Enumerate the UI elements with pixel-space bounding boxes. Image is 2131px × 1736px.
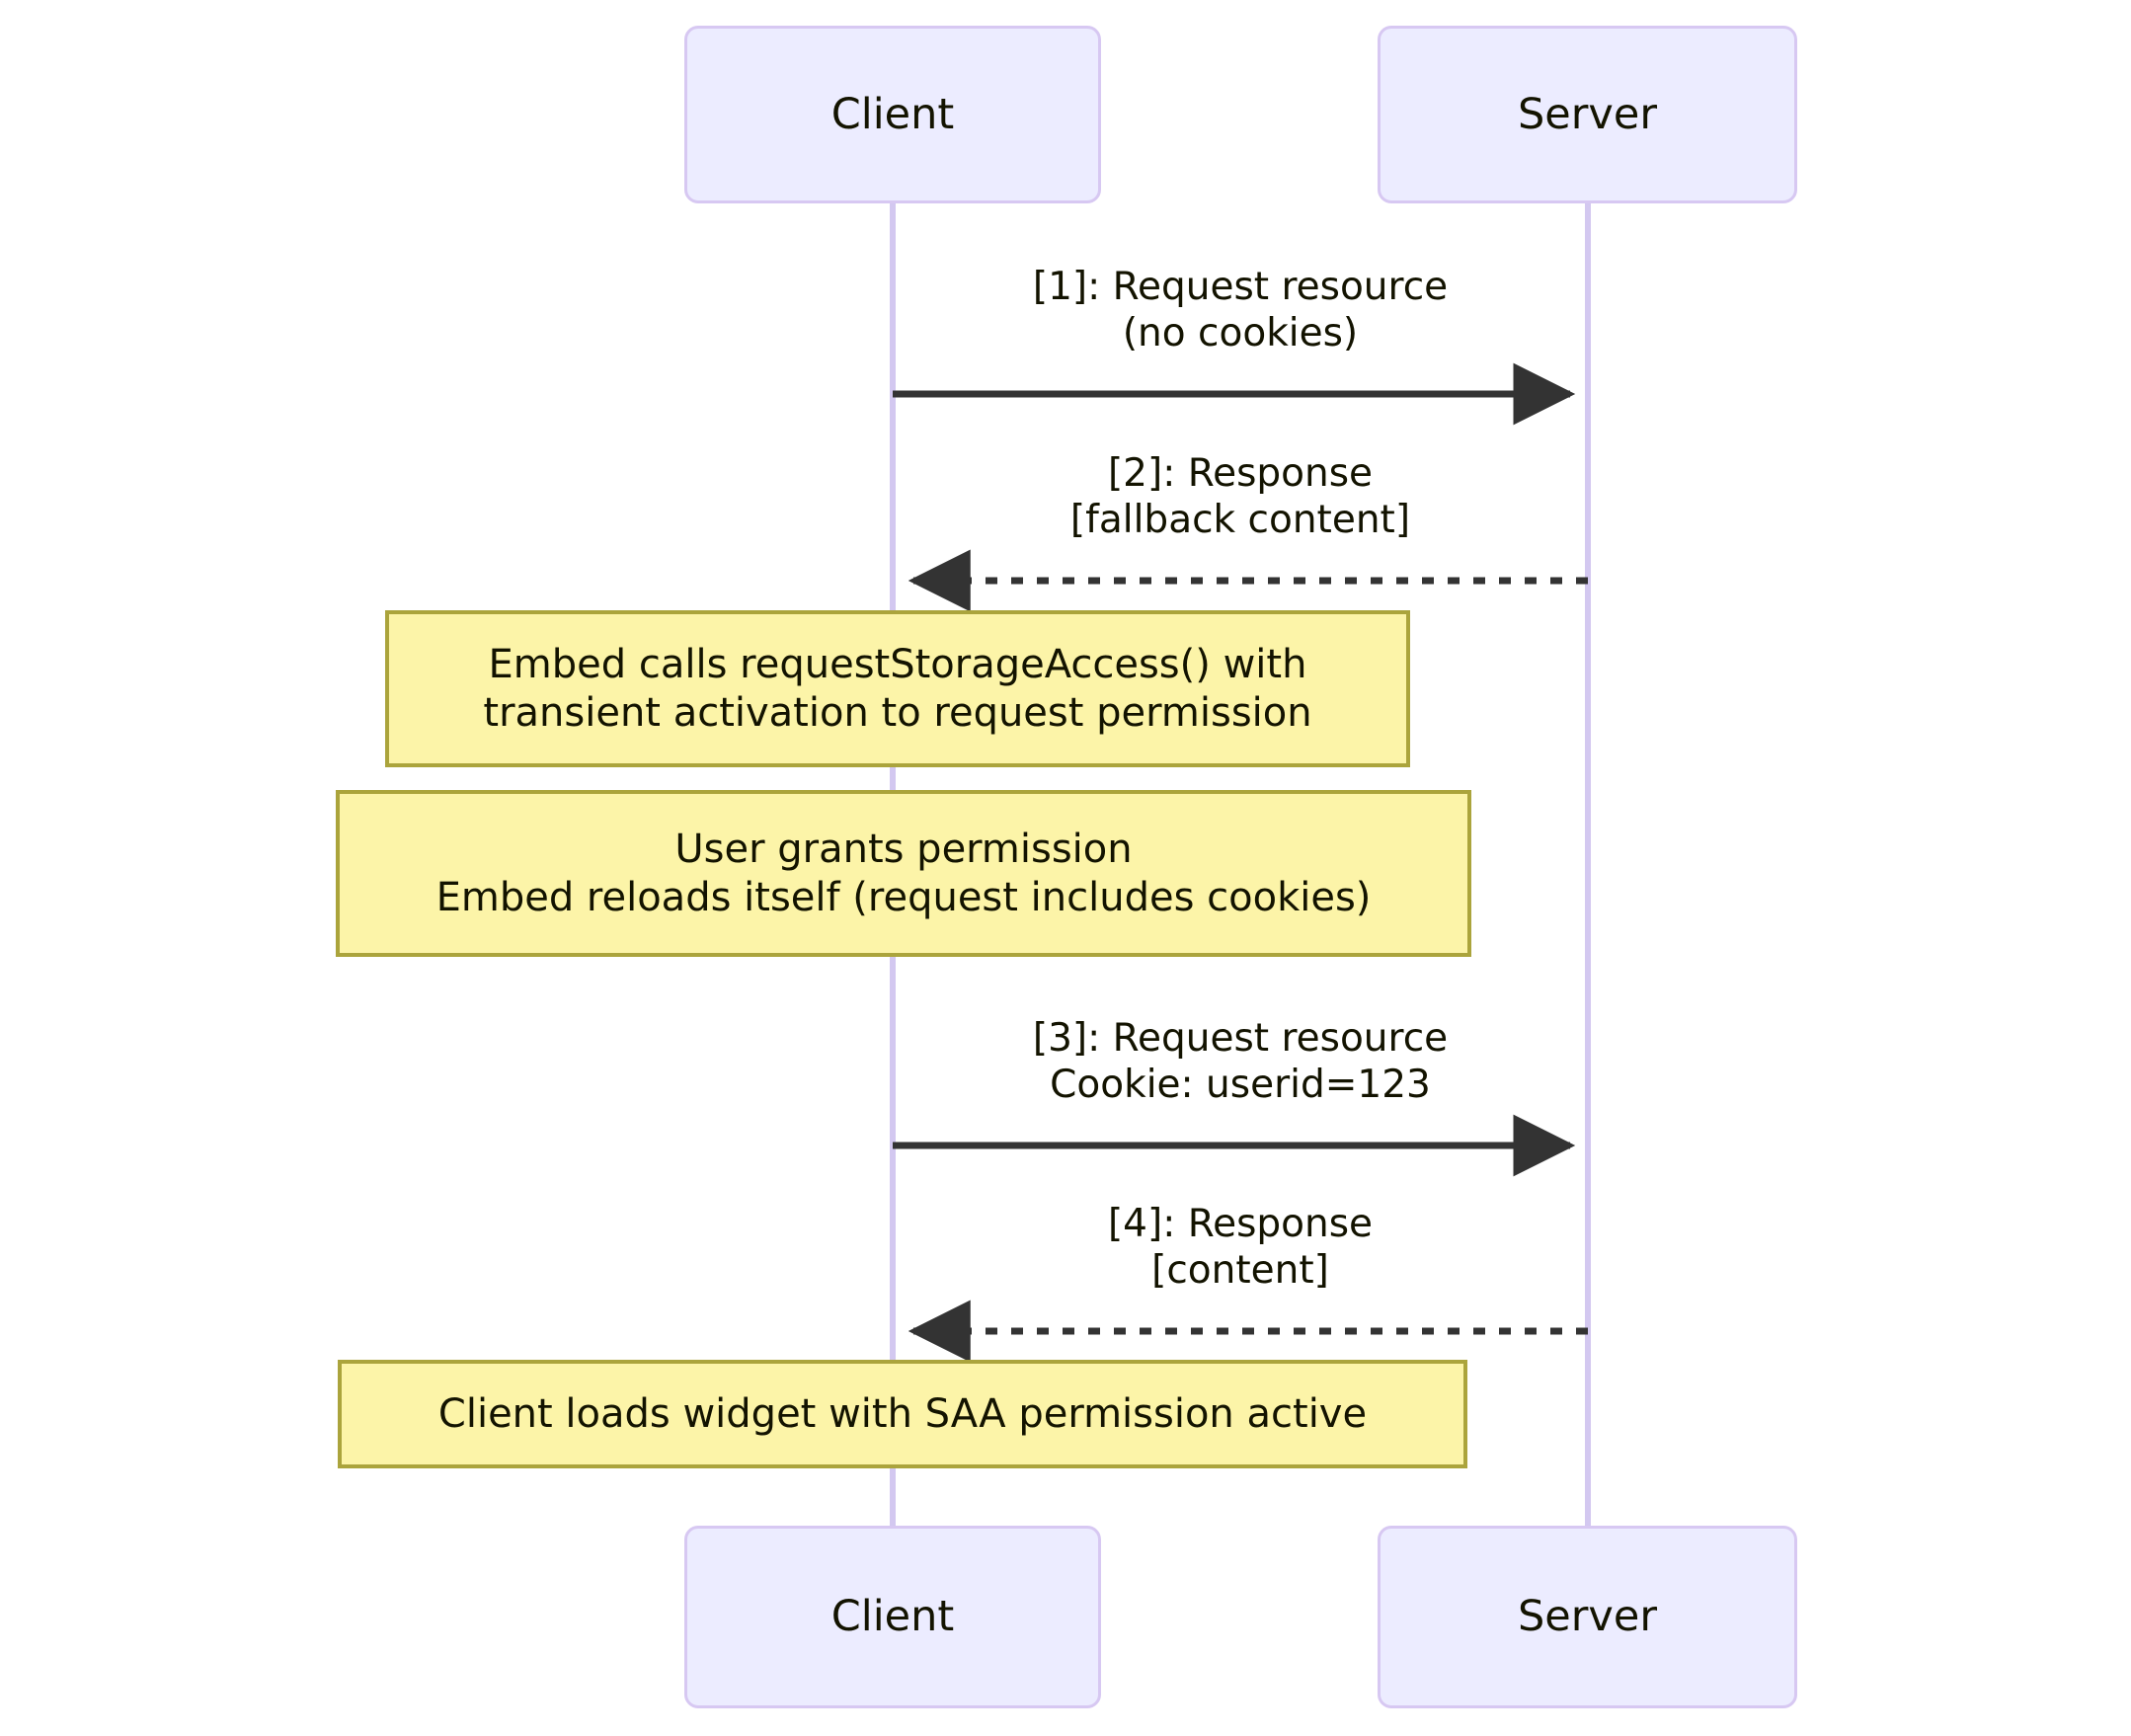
message-label-4: [4]: Response [content] [1107,1202,1374,1293]
note-box-1: Embed calls requestStorageAccess() with … [385,610,1410,767]
actor-label-client-top: Client [830,89,955,139]
message-label-2: [2]: Response [fallback content] [1069,451,1411,542]
actor-box-server-bottom[interactable]: Server [1378,1526,1797,1708]
message-label-3: [3]: Request resource Cookie: userid=123 [1032,1016,1449,1107]
actor-box-client-bottom[interactable]: Client [684,1526,1101,1708]
actor-label-server-top: Server [1517,89,1657,139]
actor-label-server-bottom: Server [1517,1592,1657,1641]
message-label-1: [1]: Request resource (no cookies) [1032,265,1449,355]
actor-box-client-top[interactable]: Client [684,26,1101,203]
actor-box-server-top[interactable]: Server [1378,26,1797,203]
actor-label-client-bottom: Client [830,1592,955,1641]
note-box-2: User grants permission Embed reloads its… [336,790,1471,957]
note-text-1: Embed calls requestStorageAccess() with … [483,641,1312,736]
note-text-3: Client loads widget with SAA permission … [437,1390,1368,1437]
note-text-2: User grants permission Embed reloads its… [435,826,1372,920]
note-box-3: Client loads widget with SAA permission … [338,1360,1467,1468]
